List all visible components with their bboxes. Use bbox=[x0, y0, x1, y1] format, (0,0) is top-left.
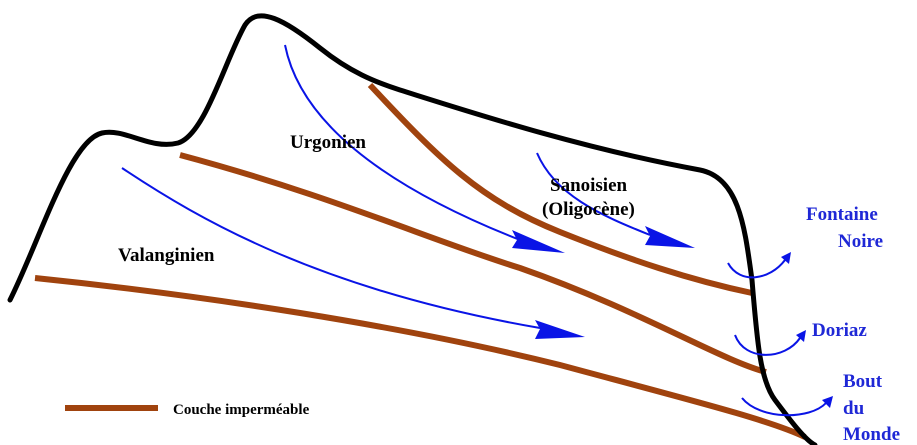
label-noire: Noire bbox=[838, 231, 883, 252]
flow-line-urgonien bbox=[284, 44, 521, 241]
spring-arrow-bout-du-monde bbox=[741, 397, 827, 417]
label-urgonien: Urgonien bbox=[290, 132, 366, 153]
spring-arrowhead-bout-du-monde bbox=[822, 396, 833, 408]
flow-arrowhead-urgonien bbox=[512, 230, 565, 253]
flow-arrowhead-valanginien bbox=[535, 320, 585, 339]
flow-line-sanoisien bbox=[536, 152, 651, 236]
impermeable-layer-lower bbox=[34, 275, 807, 440]
label-oligocene: (Oligocène) bbox=[542, 199, 635, 220]
legend-impermeable-label: Couche imperméable bbox=[173, 402, 310, 418]
label-bout: Bout bbox=[843, 371, 883, 392]
impermeable-layer-upper bbox=[367, 82, 753, 296]
spring-arrow-fontaine-noire bbox=[727, 259, 786, 279]
spring-arrow-doriaz bbox=[734, 334, 801, 356]
label-du: du bbox=[843, 398, 865, 419]
spring-arrowhead-doriaz bbox=[796, 330, 806, 342]
impermeable-layer-middle bbox=[179, 152, 767, 375]
label-valanginien: Valanginien bbox=[118, 245, 215, 266]
label-doriaz: Doriaz bbox=[812, 320, 867, 341]
label-monde: Monde bbox=[843, 424, 900, 445]
label-fontaine: Fontaine bbox=[806, 204, 878, 225]
flow-line-valanginien bbox=[121, 167, 541, 329]
spring-arrowhead-fontaine-noire bbox=[781, 252, 791, 264]
relief-outline bbox=[7, 13, 818, 445]
label-sanoisien: Sanoisien bbox=[550, 175, 628, 196]
flow-arrowhead-sanoisien bbox=[645, 226, 695, 248]
